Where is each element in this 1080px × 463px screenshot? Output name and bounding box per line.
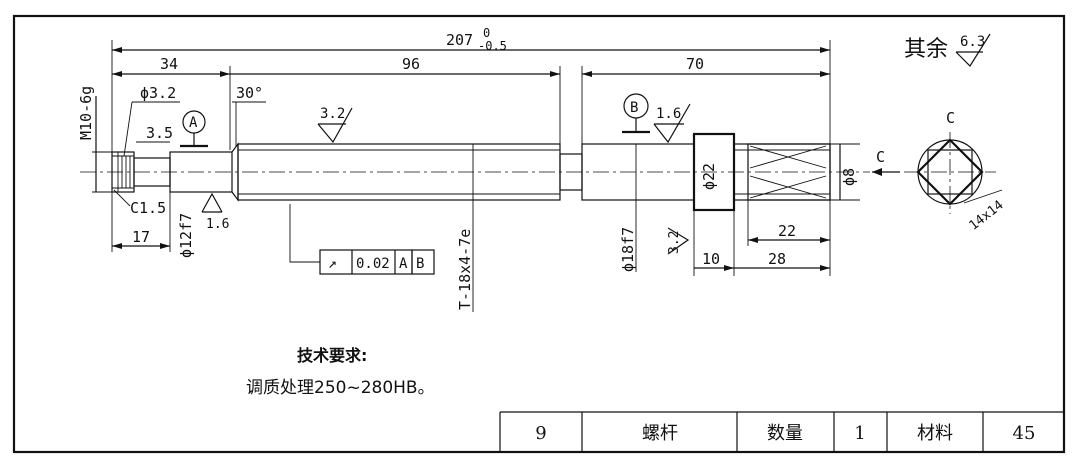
svg-text:其余: 其余 xyxy=(904,37,948,62)
svg-text:C: C xyxy=(876,148,885,166)
datum-a: 3.5 A xyxy=(136,110,208,148)
svg-text:30°: 30° xyxy=(236,84,263,102)
chamfer-angle: 30° xyxy=(232,84,266,146)
svg-text:3.5: 3.5 xyxy=(146,124,173,142)
svg-text:A: A xyxy=(189,115,198,131)
svg-text:-0.5: -0.5 xyxy=(478,39,507,53)
svg-text:1.6: 1.6 xyxy=(656,106,681,122)
view-c: C 14x14 C xyxy=(872,109,1007,234)
tolerance-frame: ↗ 0.02 A B xyxy=(289,204,435,275)
svg-text:14x14: 14x14 xyxy=(966,198,1006,234)
svg-text:ϕ12f7: ϕ12f7 xyxy=(177,213,195,258)
svg-text:34: 34 xyxy=(160,55,178,73)
svg-text:0: 0 xyxy=(483,26,490,40)
datum-b: B 1.6 xyxy=(622,93,691,144)
svg-text:28: 28 xyxy=(768,250,786,268)
svg-text:70: 70 xyxy=(686,55,704,73)
svg-text:1.6: 1.6 xyxy=(206,217,229,232)
svg-text:M10-6g: M10-6g xyxy=(77,86,95,140)
svg-text:C1.5: C1.5 xyxy=(130,199,166,217)
svg-text:B: B xyxy=(630,100,638,116)
svg-text:ϕ3.2: ϕ3.2 xyxy=(140,84,176,102)
svg-text:B: B xyxy=(416,256,424,272)
svg-text:ϕ18f7: ϕ18f7 xyxy=(619,227,637,272)
chamfer-dimension: C1.5 17 xyxy=(111,189,171,252)
svg-text:ϕ22: ϕ22 xyxy=(700,163,718,190)
part-number: 9 xyxy=(535,423,546,444)
quantity-value: 1 xyxy=(854,423,865,444)
svg-text:3.2: 3.2 xyxy=(320,106,345,122)
svg-text:96: 96 xyxy=(402,55,420,73)
svg-text:17: 17 xyxy=(132,228,150,246)
drawing-border xyxy=(12,14,1066,454)
svg-text:A: A xyxy=(399,256,408,272)
notes-body: 调质处理250~280HB。 xyxy=(246,378,435,398)
lower-right-dimensions: 3.2 22 10 28 xyxy=(667,200,831,276)
trapezoid-thread-dimension: T-18x4-7e xyxy=(456,200,474,312)
material-value: 45 xyxy=(1013,423,1036,444)
thread-dimension: M10-6g xyxy=(77,86,112,193)
quantity-label: 数量 xyxy=(767,423,803,444)
notes-heading: 技术要求: xyxy=(297,346,367,365)
overall-dimension: 207 0 -0.5 xyxy=(111,26,831,152)
diameter-dimensions: ϕ22 ϕ8 ϕ18f7 xyxy=(619,143,860,272)
svg-text:↗: ↗ xyxy=(328,254,337,272)
hole-leader: ϕ3.2 xyxy=(123,84,180,157)
title-block: 9 螺杆 数量 1 材料 45 xyxy=(499,411,1064,452)
roughness-main: 3.2 xyxy=(317,106,353,144)
svg-text:ϕ8: ϕ8 xyxy=(840,168,858,186)
svg-text:C: C xyxy=(946,109,955,127)
svg-text:T-18x4-7e: T-18x4-7e xyxy=(456,229,474,310)
svg-text:0.02: 0.02 xyxy=(356,256,390,272)
shaft-profile xyxy=(111,132,831,212)
svg-text:207: 207 xyxy=(446,31,473,49)
svg-text:10: 10 xyxy=(702,250,720,268)
section-dimensions: 34 96 70 xyxy=(112,55,830,150)
material-label: 材料 xyxy=(917,423,953,444)
part-name: 螺杆 xyxy=(642,423,678,444)
svg-text:3.2: 3.2 xyxy=(667,231,682,254)
svg-text:6.3: 6.3 xyxy=(960,34,985,50)
svg-text:22: 22 xyxy=(778,222,796,240)
journal-left-dimension: ϕ12f7 1.6 xyxy=(177,192,229,258)
general-roughness-note: 其余 6.3 xyxy=(904,33,991,67)
